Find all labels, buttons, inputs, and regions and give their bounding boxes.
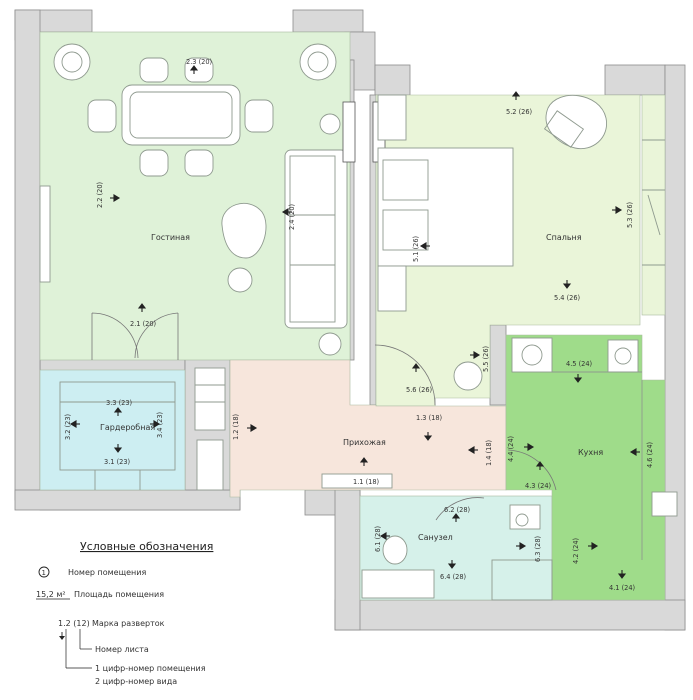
arrow-icon bbox=[573, 374, 583, 383]
arrow-icon bbox=[562, 280, 572, 289]
legend-area-value: 15,2 м² bbox=[36, 590, 66, 599]
arrow-icon bbox=[470, 351, 481, 359]
room-label-kitchen: Кухня bbox=[578, 448, 603, 457]
room-number-symbol-icon bbox=[38, 566, 50, 578]
room-labels: Гостиная Спальня Прихожая Гардеробная Са… bbox=[100, 233, 603, 542]
arrow-icon bbox=[423, 432, 433, 441]
arrow-icon bbox=[113, 407, 123, 416]
arrow-icon bbox=[419, 242, 430, 250]
arrow-icon bbox=[535, 461, 545, 470]
marker-3-3: 3.3 (23) bbox=[106, 399, 132, 407]
room-label-wardrobe: Гардеробная bbox=[100, 423, 155, 432]
arrow-icon bbox=[612, 206, 623, 214]
marker-2-2: 2.2 (20) bbox=[96, 182, 104, 208]
marker-5-3: 5.3 (26) bbox=[626, 202, 634, 228]
marker-1-3: 1.3 (18) bbox=[416, 414, 442, 422]
legend-room-number-label: Номер помещения bbox=[68, 568, 146, 577]
room-label-bedroom: Спальня bbox=[546, 233, 582, 242]
marker-4-4: 4.4 (24) bbox=[507, 436, 515, 462]
arrow-icon bbox=[629, 448, 640, 456]
marker-6-2: 6.2 (28) bbox=[444, 506, 470, 514]
arrow-icon bbox=[137, 303, 147, 312]
legend: Условные обозначения 1 Номер помещения 1… bbox=[36, 540, 213, 686]
arrow-icon bbox=[411, 363, 421, 372]
arrow-icon bbox=[588, 542, 599, 550]
arrow-icon bbox=[281, 208, 292, 216]
marker-5-5: 5.5 (26) bbox=[482, 346, 490, 372]
marker-4-6: 4.6 (24) bbox=[646, 442, 654, 468]
marker-3-2: 3.2 (23) bbox=[64, 414, 72, 440]
arrow-icon bbox=[110, 194, 121, 202]
arrow-icon bbox=[516, 542, 527, 550]
arrow-icon bbox=[379, 532, 390, 540]
arrow-icon bbox=[617, 570, 627, 579]
marker-5-1: 5.1 (26) bbox=[412, 236, 420, 262]
arrow-icon bbox=[359, 457, 369, 466]
marker-4-2: 4.2 (24) bbox=[572, 538, 580, 564]
elevation-markers: 2.3 (20) 2.2 (20) 2.4 (20) 2.1 (20) 5.2 … bbox=[64, 58, 654, 592]
marker-1-2: 1.2 (18) bbox=[232, 414, 240, 440]
marker-4-5: 4.5 (24) bbox=[566, 360, 592, 368]
marker-4-1: 4.1 (24) bbox=[609, 584, 635, 592]
arrow-icon bbox=[69, 420, 80, 428]
room-label-living: Гостиная bbox=[151, 233, 190, 242]
arrow-icon bbox=[247, 424, 258, 432]
marker-1-1: 1.1 (18) bbox=[353, 478, 379, 486]
arrow-icon bbox=[447, 560, 457, 569]
marker-2-3: 2.3 (20) bbox=[186, 58, 212, 66]
legend-line1: 1 цифр-номер помещения bbox=[95, 664, 206, 673]
marker-5-4: 5.4 (26) bbox=[554, 294, 580, 302]
legend-title: Условные обозначения bbox=[80, 540, 213, 553]
legend-marker-label: Марка разверток bbox=[92, 619, 165, 628]
furniture bbox=[39, 43, 678, 601]
marker-3-1: 3.1 (23) bbox=[104, 458, 130, 466]
marker-6-1: 6.1 (28) bbox=[374, 526, 382, 552]
arrow-icon bbox=[150, 420, 161, 428]
room-label-bath: Санузел bbox=[418, 533, 453, 542]
legend-sheet-label: Номер листа bbox=[95, 645, 149, 654]
arrow-icon bbox=[113, 444, 123, 453]
marker-4-3: 4.3 (24) bbox=[525, 482, 551, 490]
arrow-icon bbox=[467, 446, 478, 454]
room-label-hall: Прихожая bbox=[343, 438, 386, 447]
legend-marker-example: 1.2 (12) bbox=[58, 619, 90, 628]
marker-6-4: 6.4 (28) bbox=[440, 573, 466, 581]
legend-line2: 2 цифр-номер вида bbox=[95, 677, 177, 686]
arrow-icon bbox=[451, 513, 461, 522]
marker-3-4: 3.4 (23) bbox=[156, 412, 164, 438]
arrow-icon bbox=[511, 91, 521, 100]
marker-2-4: 2.4 (20) bbox=[288, 204, 296, 230]
room-number-symbol: 1 bbox=[42, 569, 46, 577]
marker-6-3: 6.3 (28) bbox=[534, 536, 542, 562]
marker-2-1: 2.1 (20) bbox=[130, 320, 156, 328]
marker-arrow-icon bbox=[59, 632, 65, 640]
marker-5-6: 5.6 (26) bbox=[406, 386, 432, 394]
arrow-icon bbox=[189, 65, 199, 74]
legend-area-label: Площадь помещения bbox=[74, 590, 164, 599]
arrow-icon bbox=[524, 443, 535, 451]
marker-5-2: 5.2 (26) bbox=[506, 108, 532, 116]
marker-1-4: 1.4 (18) bbox=[485, 440, 493, 466]
